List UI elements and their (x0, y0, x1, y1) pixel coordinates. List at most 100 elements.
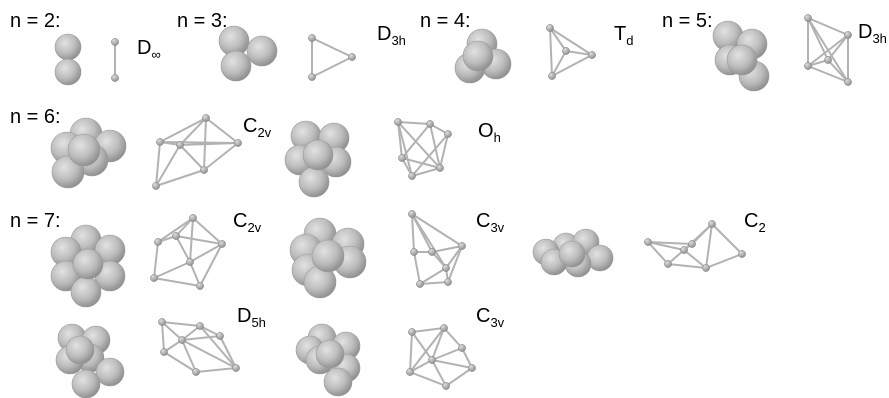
bond (203, 142, 239, 171)
bond (431, 359, 473, 369)
bond (157, 217, 194, 243)
bond (397, 121, 431, 125)
atom-node (688, 240, 696, 248)
symmetry-n7-c: C2 (744, 210, 766, 235)
wire-model-n6-b (394, 118, 452, 180)
atom-node (426, 120, 434, 128)
sphere-model-n7-c (532, 228, 614, 278)
bond (199, 243, 223, 287)
bond (411, 213, 415, 253)
atom-node (416, 280, 424, 288)
bond (431, 359, 447, 387)
label-n6: n = 6: (10, 106, 61, 128)
bond (161, 321, 165, 353)
bond (411, 133, 449, 177)
label-n3: n = 3: (177, 10, 228, 32)
bond (189, 217, 194, 263)
symmetry-n3: D3h (377, 23, 406, 48)
bond (397, 121, 441, 169)
atom-node (458, 242, 466, 250)
label-n2: n = 2: (10, 10, 61, 32)
bond (155, 144, 181, 187)
sphere-atom (220, 50, 252, 82)
atom-node (216, 332, 224, 340)
bond (409, 371, 447, 387)
symmetry-n4: Td (614, 23, 634, 48)
atom-node (468, 364, 476, 372)
wire-model-n5 (804, 14, 852, 86)
bond (179, 117, 207, 146)
bond (683, 249, 707, 269)
atom-node (804, 62, 812, 70)
label-n7: n = 7: (10, 210, 61, 232)
atom-node (442, 264, 450, 272)
bond (445, 245, 463, 269)
bond (219, 335, 237, 369)
sphere-atom (311, 239, 345, 273)
atom-node (436, 164, 444, 172)
sphere-atom (72, 248, 104, 280)
bond (413, 251, 421, 285)
atom-node (428, 248, 436, 256)
bond (409, 327, 445, 373)
symmetry-n7-b: C3v (476, 210, 505, 235)
wire-model-n3 (308, 34, 356, 81)
atom-node (680, 246, 688, 254)
atom-node (234, 139, 242, 147)
bond (411, 213, 447, 269)
atom-node (172, 232, 180, 240)
bond (807, 34, 849, 67)
bond (311, 37, 353, 58)
ball-stick-models (111, 14, 852, 390)
bond (181, 335, 221, 341)
bond (667, 263, 707, 269)
sphere-atom (302, 139, 334, 171)
atom-node (408, 210, 416, 218)
atom-node (738, 250, 746, 258)
wire-model-n6-a (152, 114, 242, 190)
atom-node (664, 260, 672, 268)
bond (409, 331, 413, 373)
atom-node (708, 220, 716, 228)
symmetry-n6-b: Oh (478, 120, 501, 145)
sphere-model-n7-b (289, 217, 367, 299)
bond (161, 321, 201, 327)
symmetry-n5: D3h (858, 21, 887, 46)
bond (647, 241, 669, 265)
atom-node (189, 214, 197, 222)
sphere-models (50, 20, 770, 398)
bond (447, 245, 463, 283)
atom-node (644, 238, 652, 246)
atom-node (442, 382, 450, 390)
label-n4: n = 4: (420, 10, 471, 32)
wire-model-n7-d (158, 318, 240, 376)
atom-node (308, 34, 316, 42)
label-n5: n = 5: (662, 10, 713, 32)
bond (807, 17, 849, 36)
wire-model-n7-a (150, 214, 226, 290)
bond (311, 56, 353, 78)
symmetry-n2: D∞ (137, 37, 161, 62)
bond (181, 339, 237, 369)
atom-node (444, 278, 452, 286)
atom-node (408, 328, 416, 336)
bond (445, 367, 473, 387)
atom-node (232, 364, 240, 372)
bond (429, 123, 441, 169)
bond (153, 241, 159, 279)
sphere-atom (246, 35, 278, 67)
bond (189, 261, 201, 287)
atom-node (844, 31, 852, 39)
atom-node (702, 264, 710, 272)
bond (411, 167, 441, 177)
atom-node (178, 336, 186, 344)
bond (705, 223, 713, 269)
sphere-atom (54, 33, 82, 61)
atom-node (410, 248, 418, 256)
bond (551, 54, 593, 77)
atom-node (428, 356, 436, 364)
sphere-atom (315, 339, 345, 369)
sphere-atom (558, 240, 586, 268)
sphere-atom (71, 369, 101, 398)
